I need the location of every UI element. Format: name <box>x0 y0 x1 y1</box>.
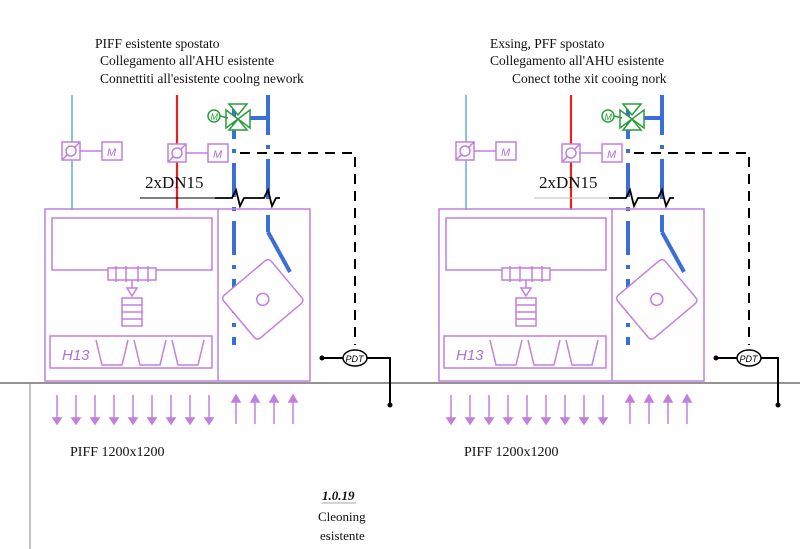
airflow-arrow-icon <box>445 393 693 426</box>
ahu-casing <box>438 208 705 382</box>
pdt-sensor-icon: PDT <box>342 349 368 367</box>
footer-code: 1.0.19 <box>322 488 355 503</box>
svg-text:M: M <box>211 112 219 122</box>
bottom-label: PIFF 1200x1200 <box>70 445 165 460</box>
pipe-label: 2xDN15 <box>539 173 598 192</box>
svg-text:H13: H13 <box>456 347 484 364</box>
unit-2: Exsing, PFF spostato Collegamento all'AH… <box>438 36 781 460</box>
motor-icon: M <box>101 141 123 161</box>
coil-section <box>51 217 213 271</box>
footer-caption-2: esistente <box>320 528 365 543</box>
ahu-casing <box>44 208 311 382</box>
svg-text:PDT: PDT <box>346 354 366 364</box>
svg-text:M: M <box>607 149 617 161</box>
svg-text:M: M <box>107 147 117 159</box>
damper-icon <box>455 141 475 161</box>
svg-text:PDT: PDT <box>740 354 760 364</box>
unit-note-2: Collegamento all'AHU esistente <box>490 53 664 68</box>
valve-icon: M <box>601 103 645 131</box>
motor-icon: M <box>495 141 517 161</box>
bottom-label: PIFF 1200x1200 <box>464 445 559 460</box>
motor-icon: M <box>207 143 229 163</box>
fan-icon <box>107 266 157 327</box>
svg-text:M: M <box>213 149 223 161</box>
bypass-damper <box>615 258 698 340</box>
damper-icon <box>561 143 581 163</box>
bypass-damper <box>221 258 304 340</box>
svg-text:M: M <box>501 147 511 159</box>
unit-note-3: Connettiti all'esistente coolng nework <box>100 71 304 86</box>
footer-caption-1: Cleoning <box>318 509 366 524</box>
unit-note-3: Conect tothe xit cooing nork <box>512 71 667 86</box>
fan-icon <box>501 266 551 327</box>
motor-icon: M <box>601 143 623 163</box>
filter-icon: H13 <box>443 335 607 369</box>
damper-icon <box>61 141 81 161</box>
pipe-label: 2xDN15 <box>145 173 204 192</box>
airflow-arrow-icon <box>51 393 299 426</box>
unit-note-1: Exsing, PFF spostato <box>490 36 605 51</box>
filter-icon: H13 <box>49 335 213 369</box>
pdt-sensor-icon: PDT <box>736 349 762 367</box>
unit-1: PIFF esistente spostato Collegamento all… <box>44 36 393 460</box>
control-line <box>240 152 356 345</box>
unit-note-1: PIFF esistente spostato <box>95 36 220 51</box>
valve-icon: M <box>207 103 251 131</box>
svg-text:H13: H13 <box>62 347 90 364</box>
damper-icon <box>167 143 187 163</box>
svg-text:M: M <box>605 112 613 122</box>
unit-note-2: Collegamento all'AHU esistente <box>100 53 274 68</box>
